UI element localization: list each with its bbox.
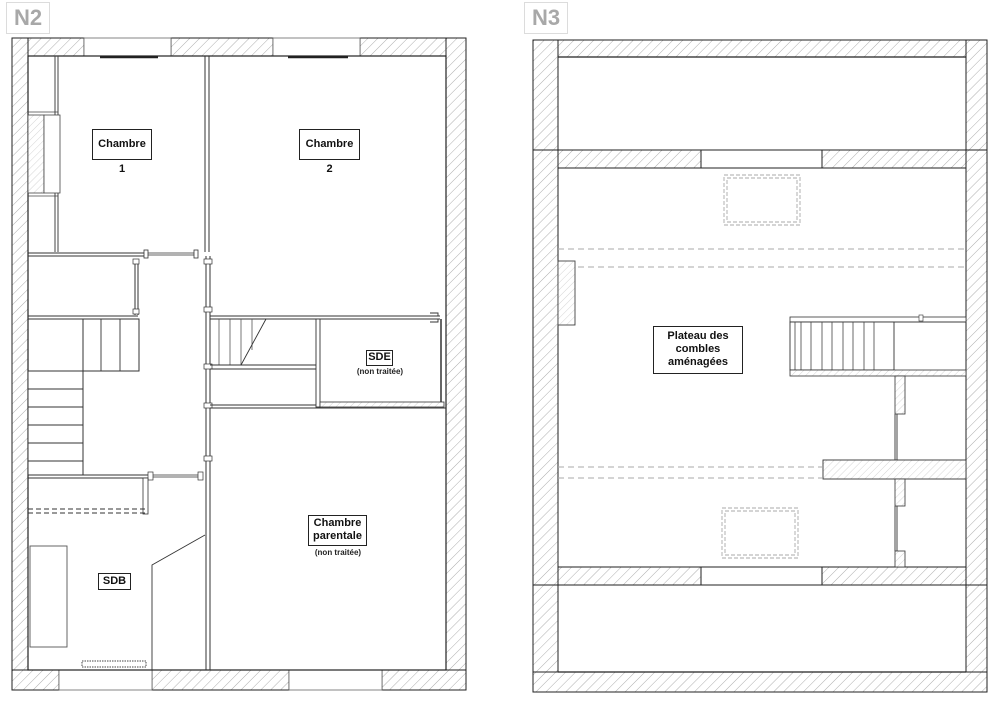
plan-n3: [532, 39, 988, 693]
room-label-line: Plateau des: [667, 330, 729, 342]
room-label-chambre-1: Chambre 1: [92, 129, 152, 175]
room-label-sde: SDE: [366, 350, 393, 366]
level-badge-n2: N2: [6, 2, 50, 34]
room-label-line: aménagées: [668, 356, 728, 368]
room-label-plateau-combles: Plateau des combles aménagées: [653, 326, 743, 374]
room-note-chambre-parentale: (non traitée): [314, 548, 362, 557]
room-label-sdb: SDB: [98, 573, 131, 590]
room-label-line: parentale: [313, 530, 362, 542]
room-label-chambre-parentale: Chambre parentale: [308, 515, 367, 546]
plan-n2: [11, 37, 467, 691]
room-label-line: combles: [675, 343, 721, 355]
level-badge-n3: N3: [524, 2, 568, 34]
room-note-sde: (non traitée): [356, 367, 404, 376]
room-label-line: Chambre: [313, 517, 362, 529]
room-label-chambre-2: Chambre 2: [299, 129, 360, 175]
